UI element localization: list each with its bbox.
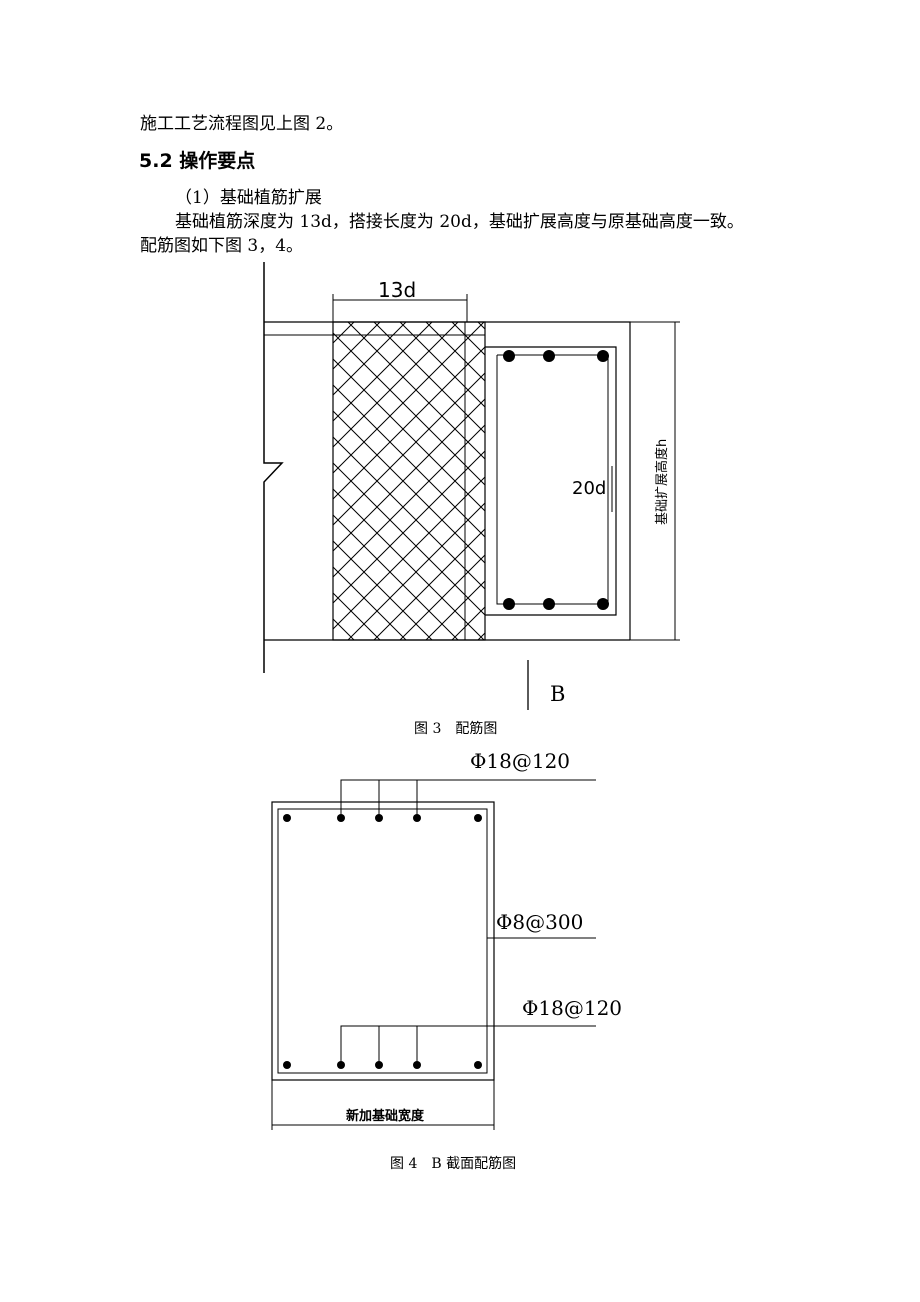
rebar-dot <box>413 1061 421 1069</box>
figure-4-drawing <box>271 779 596 1130</box>
rebar-dot <box>474 814 482 822</box>
label-top-rebar: Φ18@120 <box>470 749 570 773</box>
label-bottom-rebar: Φ18@120 <box>522 996 622 1020</box>
rebar-dot <box>337 814 345 822</box>
label-extension-height: 基础扩展高度h <box>654 439 670 525</box>
rebar-dot <box>375 814 383 822</box>
paragraph-body: 基础植筋深度为 13d，搭接长度为 20d，基础扩展高度与原基础高度一致。 <box>175 212 744 232</box>
figure-3-caption: 图 3 配筋图 <box>414 721 498 737</box>
stirrup-outline <box>277 808 488 1074</box>
rebar-dots-fig3 <box>503 350 609 610</box>
label-section-b: B <box>550 682 565 706</box>
label-20d: 20d <box>572 478 606 499</box>
break-line <box>263 262 284 673</box>
rebar-dot <box>597 350 609 362</box>
figure-4-caption: 图 4 B 截面配筋图 <box>390 1156 517 1172</box>
rebar-dot <box>375 1061 383 1069</box>
section-heading: 5.2 操作要点 <box>139 150 256 172</box>
rebar-dots-fig4 <box>283 814 482 1069</box>
rebar-dot <box>543 598 555 610</box>
rebar-dot <box>283 1061 291 1069</box>
list-item-heading: （1）基础植筋扩展 <box>175 188 322 208</box>
label-13d: 13d <box>378 278 416 302</box>
rebar-dot <box>503 598 515 610</box>
label-new-width: 新加基础宽度 <box>346 1108 425 1124</box>
rebar-dot <box>597 598 609 610</box>
paragraph-flow-reference: 施工工艺流程图见上图 2。 <box>140 114 344 134</box>
rebar-dot <box>543 350 555 362</box>
rebar-dot <box>283 814 291 822</box>
label-stirrup: Φ8@300 <box>496 910 583 934</box>
rebar-dot <box>413 814 421 822</box>
paragraph-body-continued: 配筋图如下图 3，4。 <box>140 236 304 256</box>
rebar-dot <box>337 1061 345 1069</box>
bottom-rebar-leader <box>340 1025 596 1065</box>
rebar-dot <box>503 350 515 362</box>
figure-3-drawing <box>263 262 680 710</box>
top-rebar-leader <box>340 779 596 818</box>
rebar-dot <box>474 1061 482 1069</box>
section-outline <box>271 801 495 1081</box>
hatched-anchorage-zone <box>332 321 486 641</box>
rebar-cage <box>485 346 617 616</box>
